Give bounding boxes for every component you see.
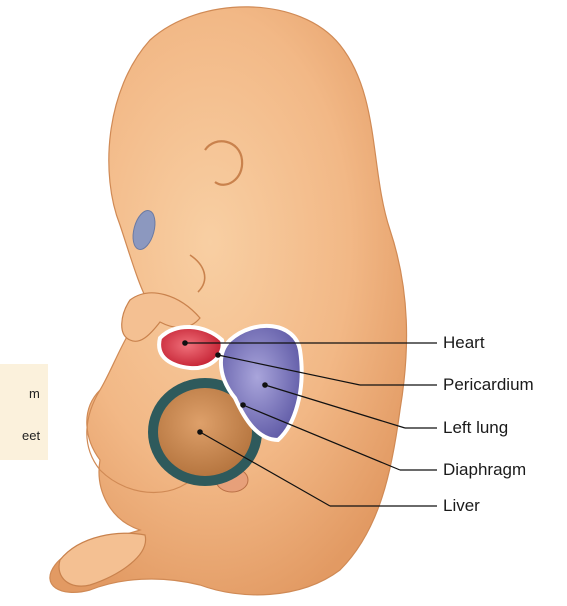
side-note-line-1: m [29, 386, 40, 402]
label-heart: Heart [443, 333, 485, 353]
dot-pericardium [215, 352, 221, 358]
side-note-line-2: eet [22, 428, 40, 444]
heart [159, 327, 223, 368]
dot-heart [182, 340, 188, 346]
dot-liver [197, 429, 203, 435]
dot-diaphragm [240, 402, 246, 408]
dot-left-lung [262, 382, 268, 388]
embryo-body [50, 7, 407, 595]
side-note-box [0, 364, 48, 460]
label-pericardium: Pericardium [443, 375, 534, 395]
label-left-lung: Left lung [443, 418, 508, 438]
label-liver: Liver [443, 496, 480, 516]
label-diaphragm: Diaphragm [443, 460, 526, 480]
